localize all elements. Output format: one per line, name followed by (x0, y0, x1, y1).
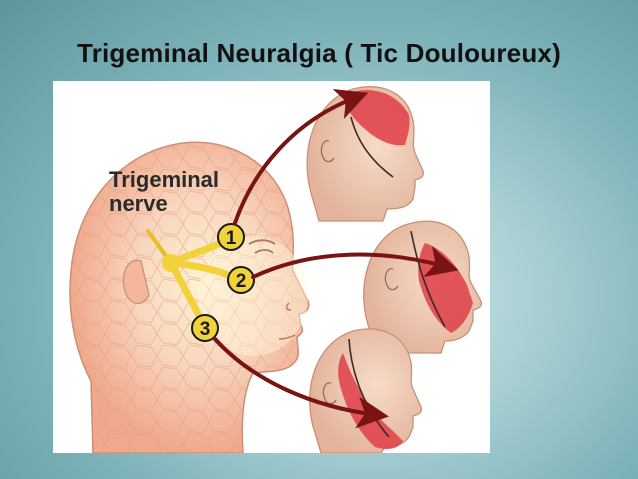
trigeminal-nerve (146, 229, 237, 323)
arrow-branch-1 (233, 89, 369, 225)
branch-2-marker: 2 (227, 266, 255, 294)
branch-3-number: 3 (200, 319, 211, 340)
nerve-label-line2: nerve (109, 191, 168, 216)
arrow-branch-3 (213, 337, 389, 429)
branch-3-marker: 3 (191, 314, 219, 342)
small-head-forehead (306, 86, 425, 222)
branch-2-number: 2 (236, 271, 247, 292)
pain-arrows (213, 89, 459, 429)
nerve-label-line1: Trigeminal (109, 167, 219, 192)
branch-1-marker: 1 (217, 223, 245, 251)
trigeminal-diagram: Trigeminal nerve 1 2 3 (53, 81, 490, 453)
arrow-branch-2 (251, 246, 459, 279)
slide-title: Trigeminal Neuralgia ( Tic Douloureux) (77, 38, 561, 68)
small-head-jaw (309, 328, 423, 453)
branch-1-number: 1 (226, 228, 237, 249)
